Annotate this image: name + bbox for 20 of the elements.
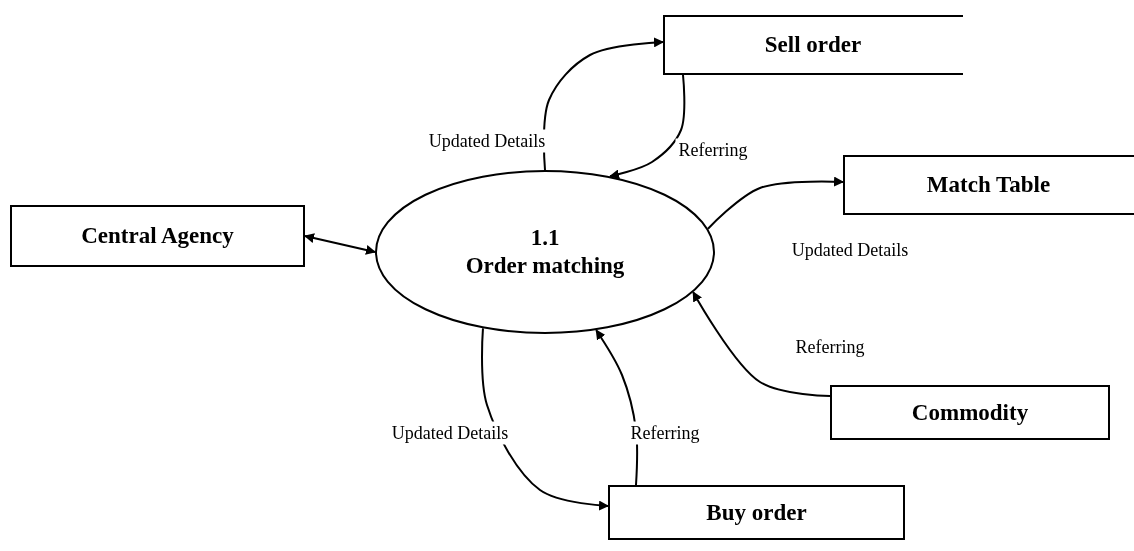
arrow bbox=[304, 233, 376, 255]
data-store bbox=[663, 15, 963, 75]
node-label: Central Agency bbox=[81, 222, 234, 250]
arrow bbox=[481, 327, 609, 511]
arrow bbox=[542, 37, 664, 171]
arrow bbox=[609, 74, 686, 180]
node-label: Order matching bbox=[465, 252, 625, 280]
node-label: Sell order bbox=[764, 31, 862, 59]
node-label: Buy order bbox=[706, 498, 807, 527]
data-store bbox=[843, 155, 1134, 215]
node-label: Match Table bbox=[926, 171, 1051, 199]
data-store-box bbox=[830, 385, 1110, 440]
arrow bbox=[707, 176, 844, 230]
process-ellipse bbox=[375, 170, 715, 334]
node-label: Commodity bbox=[911, 398, 1029, 427]
edge-label: Referring bbox=[675, 138, 751, 162]
external-entity-box bbox=[10, 205, 305, 267]
data-store-box bbox=[608, 485, 905, 540]
process-number: 1.1 bbox=[530, 224, 560, 252]
arrow bbox=[692, 291, 831, 397]
